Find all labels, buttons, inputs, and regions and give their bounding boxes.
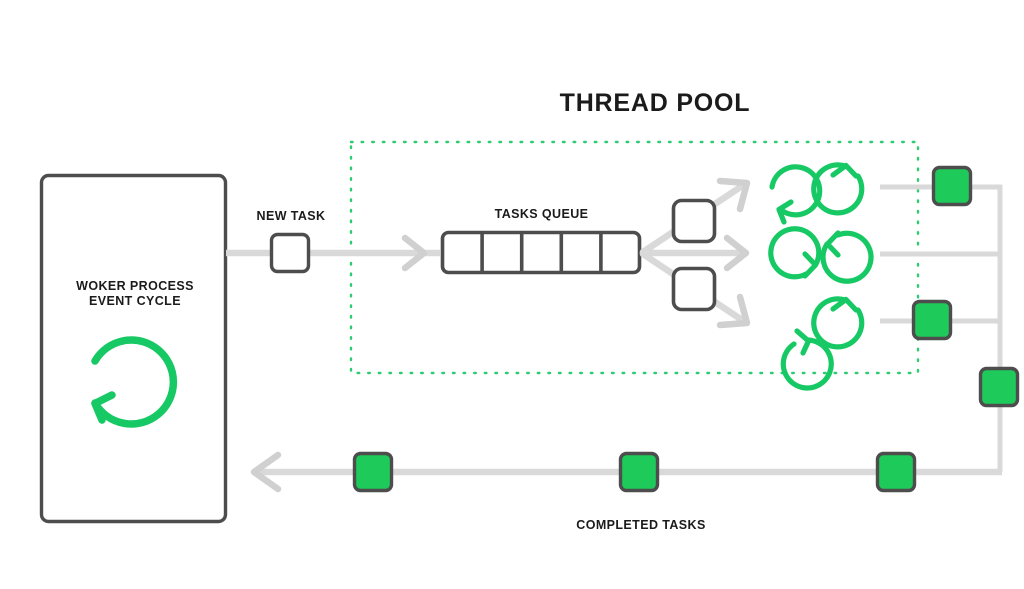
worker-process-box <box>39 173 228 524</box>
dispatcher-square-bottom <box>671 266 717 312</box>
new-task-square <box>269 232 311 274</box>
worker-icon-r3c2 <box>811 296 865 350</box>
label-tasks-queue: TASKS QUEUE <box>494 207 589 221</box>
label-new-task: NEW TASK <box>256 209 326 223</box>
completed-task-square-5 <box>618 451 660 493</box>
completed-task-square-6 <box>352 451 394 493</box>
worker-icon-r1c2 <box>811 162 865 216</box>
flow-arrow-to-queue <box>401 234 428 272</box>
completed-task-square-3 <box>978 366 1020 408</box>
page-title: THREAD POOL <box>559 89 751 117</box>
dispatch-arrow-middle <box>639 234 750 272</box>
worker-icon-r2c1 <box>768 226 822 280</box>
tasks-queue <box>440 230 642 275</box>
completed-task-square-2 <box>911 299 953 341</box>
worker-icon-r2c2 <box>820 230 874 284</box>
completed-task-square-1 <box>931 165 973 207</box>
worker-icon-r1c1 <box>769 164 823 225</box>
dispatcher-square-top <box>671 198 717 244</box>
worker-icon-r3c1 <box>780 328 834 391</box>
label-completed-tasks: COMPLETED TASKS <box>576 518 706 532</box>
completed-task-square-4 <box>875 451 917 493</box>
event-cycle-icon <box>91 336 178 428</box>
output-rails <box>250 184 1003 493</box>
label-worker-process: WOKER PROCESS EVENT CYCLE <box>76 279 194 309</box>
thread-pool-boundary <box>349 140 920 375</box>
